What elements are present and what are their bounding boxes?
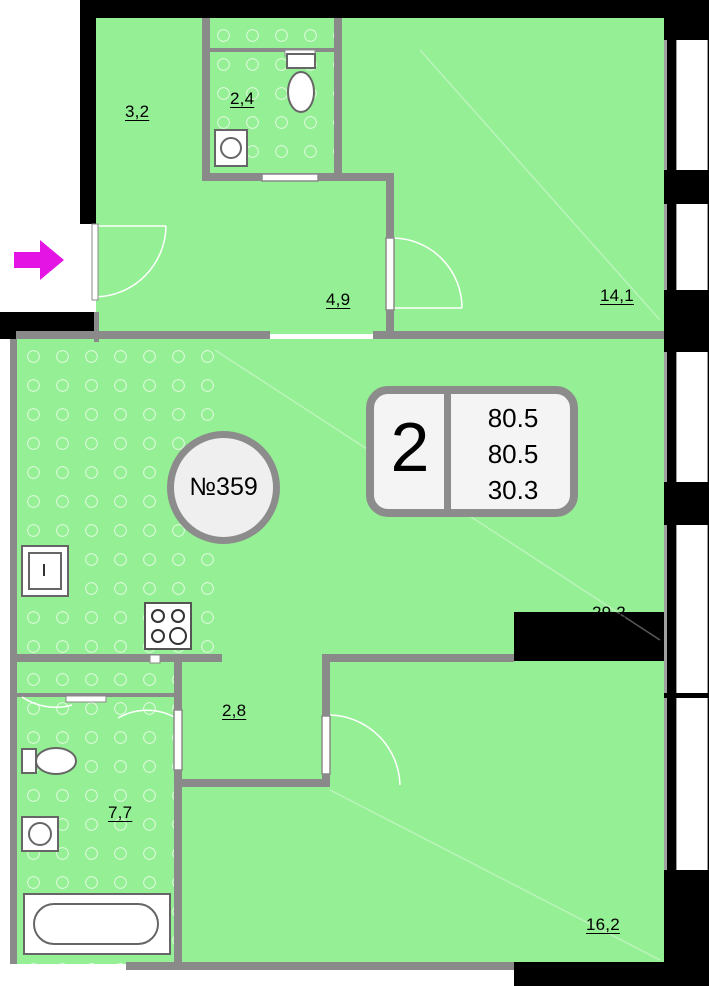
- apartment-number: №359: [189, 473, 258, 501]
- toilet-icon: [21, 747, 77, 775]
- room-hall-top: [96, 18, 206, 334]
- window-line: [664, 40, 667, 170]
- room-toilet: [206, 18, 342, 178]
- wall-corridor-bottom-left: [16, 331, 270, 339]
- washbasin-icon: [214, 129, 248, 167]
- apartment-number-badge: №359: [167, 431, 280, 544]
- area-bedroom-top: 14,1: [600, 286, 634, 305]
- wall-bottom: [126, 962, 514, 970]
- wall-toilet-left: [202, 18, 210, 180]
- wall-hall-bottom-right: [322, 654, 514, 662]
- window-2: [676, 204, 708, 290]
- window-1: [676, 40, 708, 170]
- window-5: [676, 698, 708, 870]
- window-line: [664, 352, 667, 482]
- sink-icon: [21, 545, 69, 597]
- room-bedroom-bottom: [180, 660, 664, 964]
- area-total: 80.5: [487, 403, 539, 433]
- badge-divider: [444, 394, 451, 509]
- wall-toilet-right: [334, 18, 342, 180]
- outer-wall-left-upper: [80, 0, 96, 224]
- area-hall-small: 2,8: [222, 701, 247, 720]
- wall-bath-shelf: [16, 693, 176, 697]
- toilet-icon: [286, 53, 316, 113]
- wall-corridor-bottom-right: [373, 331, 664, 339]
- area-living: 30.3: [487, 475, 539, 505]
- wall-bath-right: [174, 659, 182, 964]
- area-total-alt: 80.5: [487, 439, 539, 469]
- window-3: [676, 352, 708, 482]
- window-line: [664, 525, 667, 693]
- window-line: [664, 204, 667, 290]
- bathtub-icon: [23, 893, 171, 955]
- washbasin-icon: [21, 816, 59, 852]
- wall-left-upper-edge: [94, 312, 99, 342]
- wall-kitchen-bottom: [16, 654, 222, 662]
- area-corridor: 4,9: [326, 290, 351, 309]
- outer-wall-top: [80, 0, 709, 18]
- room-count: 2: [390, 408, 430, 486]
- column-right: [514, 612, 664, 661]
- area-values: 80.5 80.5 30.3: [458, 400, 568, 508]
- window-line: [664, 698, 667, 870]
- summary-badge: 2 80.5 80.5 30.3: [366, 386, 578, 517]
- outer-wall-bottom: [514, 962, 709, 986]
- wall-hall-small-bottom: [180, 779, 330, 787]
- area-hall-top: 3,2: [125, 102, 150, 121]
- entrance-arrow-icon: [14, 240, 64, 280]
- window-4: [676, 525, 708, 693]
- stove-icon: [144, 602, 192, 650]
- room-bedroom-top: [342, 18, 664, 334]
- area-bedroom-bottom: 16,2: [586, 915, 620, 934]
- area-living-kitchen: 29,2: [592, 603, 626, 622]
- wall-left-outer: [10, 339, 17, 964]
- area-bathroom: 7,7: [108, 803, 133, 822]
- wall-toilet-shelf: [210, 48, 334, 52]
- area-toilet: 2,4: [230, 89, 255, 108]
